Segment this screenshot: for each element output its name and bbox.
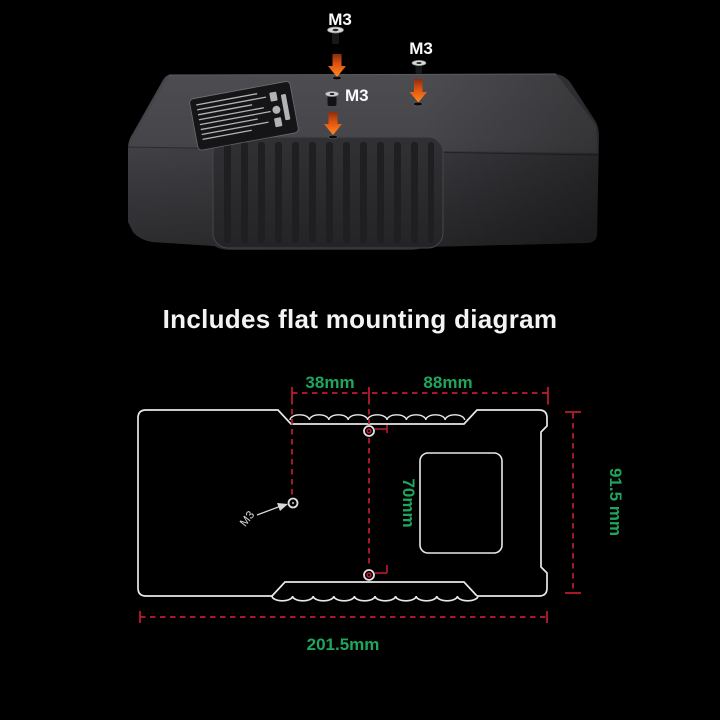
bottom-rail-edge [271, 581, 478, 597]
orange-arrow-icon [328, 54, 346, 77]
m3-insert-icon [325, 91, 339, 106]
dim-label-38mm: 38mm [305, 373, 354, 392]
dim-label-91-5mm: 91.5 mm [606, 468, 625, 536]
m3-screw-icon [411, 60, 427, 74]
battery-body [127, 73, 599, 250]
dim-label-88mm: 88mm [423, 373, 472, 392]
m3-screw-icon [327, 26, 344, 44]
plate-holes [287, 425, 375, 581]
battery-grip [212, 136, 444, 249]
dim-label-70mm: 70mm [399, 478, 418, 527]
hole-label: M3 [238, 509, 257, 529]
mounting-holes [328, 75, 423, 140]
orange-arrow-icon [409, 79, 427, 103]
dimension-lines [139, 387, 581, 623]
screw-label: M3 [409, 39, 433, 58]
spec-label [189, 81, 299, 151]
page-title: Includes flat mounting diagram [162, 304, 558, 334]
dim-label-201-5mm: 201.5mm [307, 635, 380, 654]
battery-photo: M3 M3 M3 [127, 10, 599, 250]
screw-label: M3 [328, 10, 352, 29]
contact-window [419, 452, 503, 554]
section-title: Includes flat mounting diagram [0, 304, 720, 335]
plate-outline [137, 409, 548, 602]
m3-callout: M3 [238, 503, 288, 529]
top-rail-teeth [289, 414, 466, 421]
screw-label: M3 [345, 86, 369, 105]
orange-arrow-icon [324, 112, 342, 135]
mounting-diagram: 38mm 88mm 70mm 91.5 mm 201.5mm M3 [137, 373, 625, 654]
